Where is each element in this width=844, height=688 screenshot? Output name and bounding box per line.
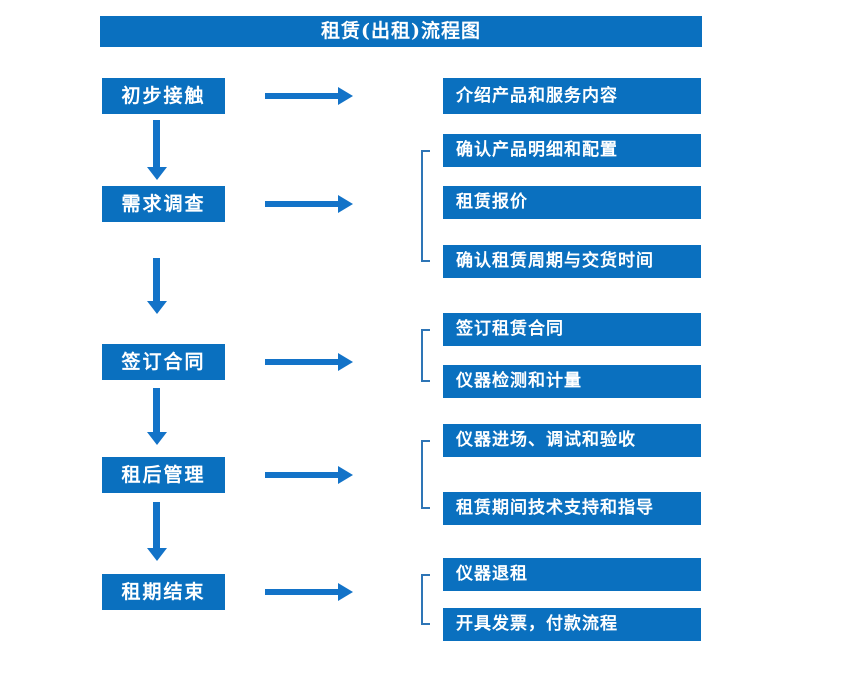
right-arrow-body bbox=[265, 359, 339, 365]
output-box-technical-support: 租赁期间技术支持和指导 bbox=[443, 492, 701, 525]
step-box-demand-survey: 需求调查 bbox=[102, 186, 225, 222]
bracket-demand-survey-outputs bbox=[421, 150, 430, 262]
down-arrow-icon bbox=[147, 120, 167, 180]
right-arrow-body bbox=[265, 472, 339, 478]
right-arrow-head bbox=[338, 583, 353, 601]
down-arrow-icon bbox=[147, 502, 167, 561]
down-arrow-body bbox=[153, 502, 160, 548]
right-arrow-icon bbox=[265, 195, 353, 213]
right-arrow-head bbox=[338, 466, 353, 484]
output-box-confirm-rental-period: 确认租赁周期与交货时间 bbox=[443, 245, 701, 278]
down-arrow-body bbox=[153, 120, 160, 167]
step-box-rental-end: 租期结束 bbox=[102, 574, 225, 610]
output-box-sign-rental-contract: 签订租赁合同 bbox=[443, 313, 701, 346]
right-arrow-body bbox=[265, 93, 339, 99]
output-box-confirm-product-details: 确认产品明细和配置 bbox=[443, 134, 701, 167]
down-arrow-head bbox=[147, 432, 167, 445]
bracket-rental-end-outputs bbox=[421, 574, 430, 625]
bracket-post-rental-outputs bbox=[421, 440, 430, 509]
down-arrow-head bbox=[147, 167, 167, 180]
down-arrow-body bbox=[153, 388, 160, 432]
right-arrow-icon bbox=[265, 87, 353, 105]
output-box-introduce-products: 介绍产品和服务内容 bbox=[443, 78, 701, 114]
right-arrow-head bbox=[338, 87, 353, 105]
output-box-invoice-payment: 开具发票，付款流程 bbox=[443, 608, 701, 641]
down-arrow-icon bbox=[147, 258, 167, 314]
output-box-instrument-return: 仪器退租 bbox=[443, 558, 701, 591]
right-arrow-head bbox=[338, 195, 353, 213]
step-box-post-rental-management: 租后管理 bbox=[102, 457, 225, 493]
right-arrow-icon bbox=[265, 466, 353, 484]
flowchart-title: 租赁(出租)流程图 bbox=[100, 16, 702, 47]
down-arrow-head bbox=[147, 301, 167, 314]
right-arrow-body bbox=[265, 201, 339, 207]
step-box-initial-contact: 初步接触 bbox=[102, 78, 225, 114]
output-box-rental-quotation: 租赁报价 bbox=[443, 186, 701, 219]
down-arrow-body bbox=[153, 258, 160, 301]
right-arrow-icon bbox=[265, 353, 353, 371]
step-box-sign-contract: 签订合同 bbox=[102, 344, 225, 380]
down-arrow-icon bbox=[147, 388, 167, 445]
down-arrow-head bbox=[147, 548, 167, 561]
right-arrow-body bbox=[265, 589, 339, 595]
right-arrow-icon bbox=[265, 583, 353, 601]
output-box-instrument-testing: 仪器检测和计量 bbox=[443, 365, 701, 398]
output-box-instrument-entry: 仪器进场、调试和验收 bbox=[443, 424, 701, 457]
bracket-sign-contract-outputs bbox=[421, 329, 430, 382]
right-arrow-head bbox=[338, 353, 353, 371]
